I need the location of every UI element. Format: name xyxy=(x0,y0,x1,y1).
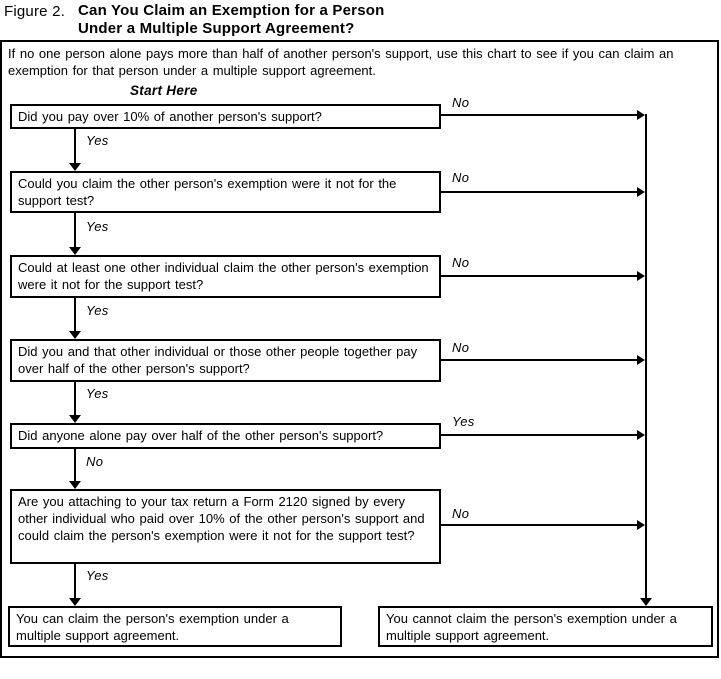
connector-rail-no xyxy=(645,114,647,598)
side-label-4: No xyxy=(450,340,472,355)
question-box-1: Did you pay over 10% of another person's… xyxy=(10,104,441,129)
down-label-2: Yes xyxy=(84,219,111,234)
arrowhead-down-1 xyxy=(69,163,81,171)
connector-side-1 xyxy=(441,114,637,116)
arrowhead-right-1 xyxy=(637,110,645,120)
down-label-4: Yes xyxy=(84,386,111,401)
start-here-label: Start Here xyxy=(130,83,198,98)
question-box-5: Did anyone alone pay over half of the ot… xyxy=(10,423,441,449)
down-label-5: No xyxy=(84,454,106,469)
arrowhead-down-2 xyxy=(69,247,81,255)
connector-side-4 xyxy=(441,359,637,361)
intro-text: If no one person alone pays more than ha… xyxy=(8,46,674,78)
arrowhead-down-6 xyxy=(69,598,81,606)
question-box-6: Are you attaching to your tax return a F… xyxy=(10,489,441,564)
connector-side-3 xyxy=(441,275,637,277)
arrowhead-rail-no xyxy=(640,598,652,606)
arrowhead-right-4 xyxy=(637,355,645,365)
arrowhead-right-5 xyxy=(637,430,645,440)
figure-title-line-1: Can You Claim an Exemption for a Person xyxy=(78,2,385,19)
result-box-can-claim: You can claim the person's exemption und… xyxy=(8,606,342,647)
connector-down-2 xyxy=(74,213,76,247)
arrowhead-right-6 xyxy=(637,520,645,530)
side-label-5: Yes xyxy=(450,414,477,429)
question-box-2: Could you claim the other person's exemp… xyxy=(10,171,441,213)
arrowhead-right-3 xyxy=(637,271,645,281)
connector-down-3 xyxy=(74,298,76,331)
down-label-3: Yes xyxy=(84,303,111,318)
figure-title: Can You Claim an Exemption for a Person … xyxy=(78,2,384,38)
side-label-3: No xyxy=(450,255,472,270)
connector-down-5 xyxy=(74,449,76,481)
result-box-cannot-claim: You cannot claim the person's exemption … xyxy=(378,606,713,647)
arrowhead-down-5 xyxy=(69,481,81,489)
side-label-1: No xyxy=(450,95,472,110)
connector-down-1 xyxy=(74,129,76,163)
connector-down-4 xyxy=(74,382,76,415)
down-label-6: Yes xyxy=(84,568,111,583)
question-box-4: Did you and that other individual or tho… xyxy=(10,339,441,382)
down-label-1: Yes xyxy=(84,133,111,148)
connector-side-5 xyxy=(441,434,637,436)
connector-side-6 xyxy=(441,524,637,526)
connector-down-6 xyxy=(74,564,76,598)
arrowhead-right-2 xyxy=(637,187,645,197)
side-label-6: No xyxy=(450,506,472,521)
arrowhead-down-4 xyxy=(69,415,81,423)
arrowhead-down-3 xyxy=(69,331,81,339)
figure-label: Figure 2. xyxy=(4,3,65,20)
connector-side-2 xyxy=(441,191,637,193)
figure-title-line-2: Under a Multiple Support Agreement? xyxy=(78,20,355,37)
question-box-3: Could at least one other individual clai… xyxy=(10,255,441,298)
side-label-2: No xyxy=(450,170,472,185)
